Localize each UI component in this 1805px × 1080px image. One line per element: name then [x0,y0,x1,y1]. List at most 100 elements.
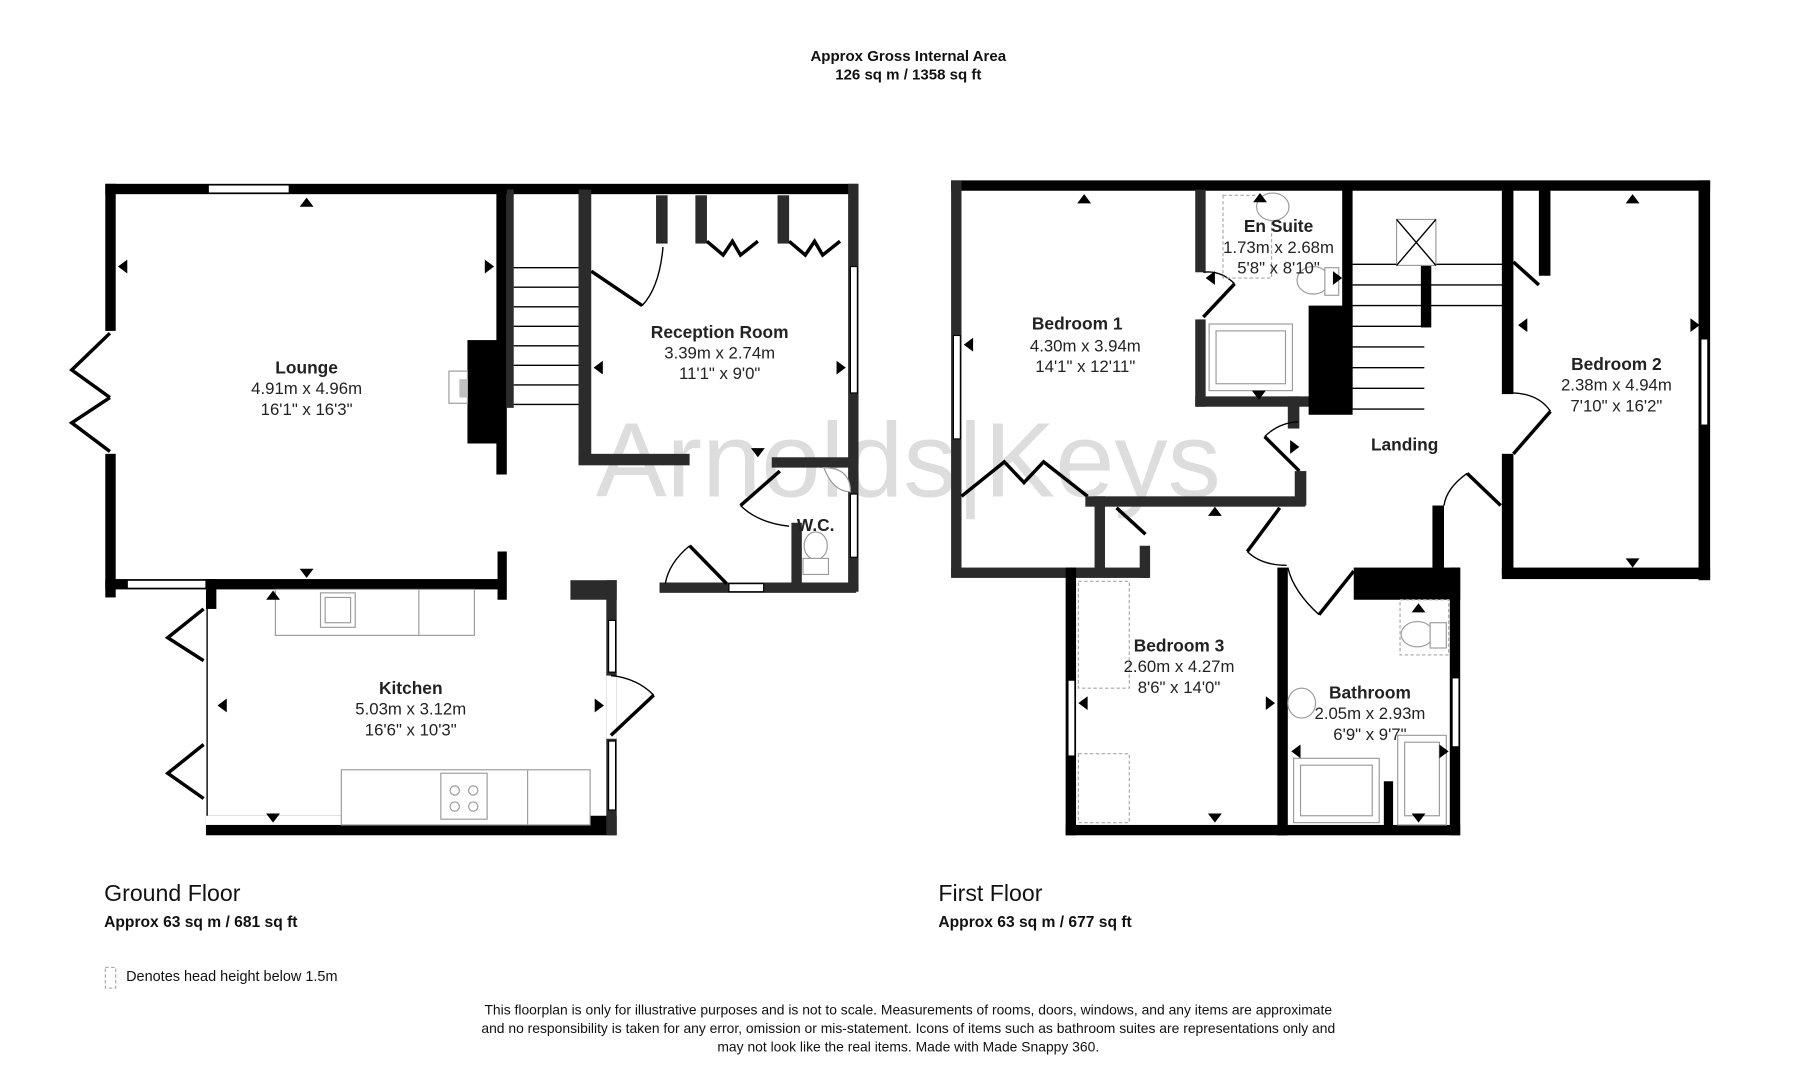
door [1465,472,1502,507]
toilet-cistern [802,557,830,576]
wall [497,551,507,600]
window [1700,338,1709,426]
room-metric-reception: 3.39m x 2.74m [664,344,775,363]
wall [791,522,802,592]
low-ceiling-area [1399,599,1450,656]
room-imperial-bedroom3: 8'6" x 14'0" [1138,678,1221,697]
door-swing [1287,567,1320,616]
first-floor-area: Approx 63 sq m / 677 sq ft [938,914,1131,931]
wall [506,189,514,408]
low-ceiling-area [1077,580,1130,689]
wall [1501,189,1514,395]
wall [951,567,1148,578]
window [1451,677,1460,748]
wall [1139,545,1151,578]
door [1245,506,1282,553]
room-imperial-reception: 11'1" x 9'0" [679,364,760,383]
wall [1501,567,1711,580]
window [849,493,858,558]
wardrobe-door [960,459,1089,498]
chimney-breast [467,340,500,444]
wall [1383,781,1394,828]
door [164,743,205,800]
low-ceiling-area [1222,194,1273,279]
window [1067,679,1076,757]
ground-floor-title: Ground Floor [104,880,241,906]
loft-hatch-cross [1396,219,1437,266]
stair-wall [1420,264,1432,328]
gross-area-value: 126 sq m / 1358 sq ft [835,66,981,83]
door-swing [1264,420,1299,438]
door [1263,435,1301,473]
wall [695,195,707,244]
wall [1277,824,1461,836]
window [207,184,290,194]
basin-icon [1287,687,1317,719]
room-imperial-kitchen: 16'6" x 10'3" [365,720,457,739]
wall [1195,189,1206,273]
toilet-icon [803,531,828,561]
back-door [609,693,655,737]
wall [205,579,217,609]
door-swing [1203,271,1236,285]
wall [1287,396,1300,429]
low-head-height-legend-icon [104,966,117,989]
window [952,334,961,440]
door [1512,410,1552,455]
fireplace-hearth [459,379,468,398]
basin-icon [822,467,852,493]
disclaimer-line-1: This floorplan is only for illustrative … [484,1002,1332,1018]
room-name-bedroom2: Bedroom 2 [1571,354,1662,374]
measurement-markers [118,197,846,823]
window [608,619,617,673]
wall [570,580,617,600]
room-imperial-bedroom1: 14'1" x 12'11" [1035,357,1135,376]
room-metric-bathroom: 2.05m x 2.93m [1315,704,1426,723]
room-name-landing: Landing [1371,434,1438,454]
wall [105,579,505,590]
wall [951,180,1711,191]
wall [1501,453,1514,575]
door-swing [1513,392,1552,412]
door-swing [641,246,664,307]
cupboard-door [787,238,842,258]
first-floor-title: First Floor [938,880,1042,906]
staircase [513,267,579,406]
wall [105,183,116,331]
wall [1195,396,1311,407]
first-floor-plan: Bedroom 1 4.30m x 3.94m 14'1" x 12'11" E… [951,180,1711,836]
window [849,265,858,394]
disclaimer-line-3: may not look like the real items. Made w… [717,1038,1099,1054]
wall [578,189,592,462]
door-opening [606,675,617,739]
door-swing [610,674,655,696]
wall [496,189,507,475]
room-name-lounge: Lounge [275,357,338,377]
wall [105,183,858,195]
window [728,583,765,593]
gross-area-title: Approx Gross Internal Area [810,48,1006,65]
wall [578,453,690,466]
window [126,579,207,589]
cupboard-door [705,238,759,258]
room-name-bedroom3: Bedroom 3 [1134,636,1225,656]
wall [1195,319,1206,407]
window [608,740,617,811]
french-door [68,331,112,453]
door [1115,506,1147,536]
worktop [274,588,475,636]
wall [1277,567,1288,836]
room-metric-lounge: 4.91m x 4.96m [251,379,362,398]
door [1202,282,1236,319]
door-swing [1246,551,1287,566]
hob-icon [440,772,488,820]
wall [1294,471,1307,506]
room-imperial-ensuite: 5'8" x 8'10" [1237,258,1320,277]
wall [1432,505,1444,575]
wall [656,195,668,244]
door-swing [1443,472,1468,506]
room-metric-bedroom2: 2.38m x 4.94m [1561,376,1672,395]
ground-floor-plan: Lounge 4.91m x 4.96m 16'1" x 16'3" Recep… [68,183,859,836]
toilet-icon [1400,621,1435,648]
wall [1085,496,1306,507]
